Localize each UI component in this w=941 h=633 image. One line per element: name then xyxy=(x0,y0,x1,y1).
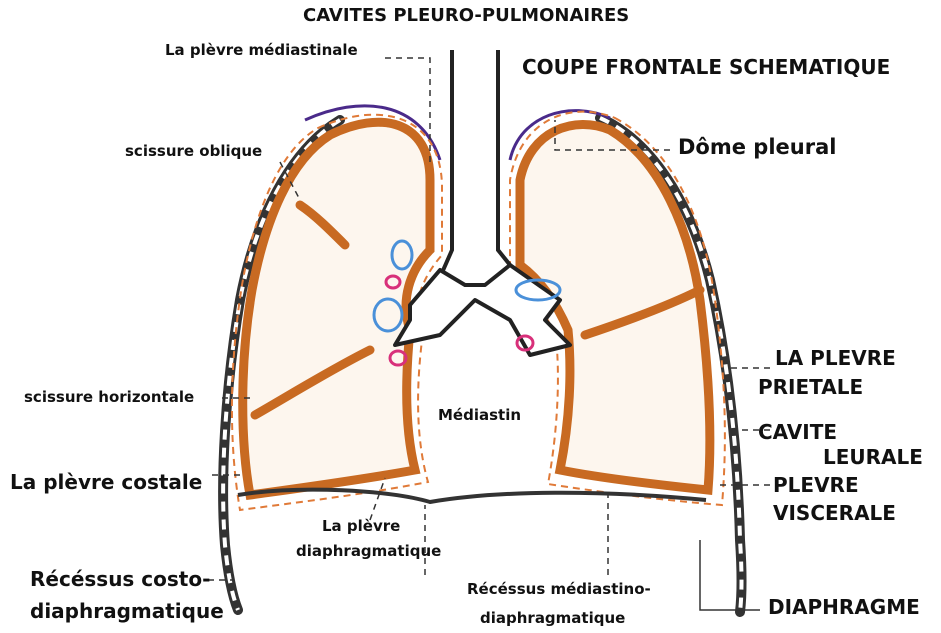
label-diaphragme: DIAPHRAGME xyxy=(768,596,920,619)
label-plevre-viscerale-2: VISCERALE xyxy=(773,502,896,525)
label-plevre-mediastinale: La plèvre médiastinale xyxy=(165,42,358,59)
label-recessus-costo-2: diaphragmatique xyxy=(30,600,224,623)
label-recessus-mediastino-2: diaphragmatique xyxy=(480,610,625,627)
diagram-title: CAVITES PLEURO-PULMONAIRES xyxy=(303,6,629,27)
label-plevre-parietale-1: LA PLEVRE xyxy=(775,347,896,370)
label-scissure-horizontale: scissure horizontale xyxy=(24,389,194,406)
label-dome-pleural: Dôme pleural xyxy=(678,135,836,159)
label-plevre-parietale-2: PRIETALE xyxy=(758,376,863,399)
label-plevre-viscerale-1: PLEVRE xyxy=(773,474,859,497)
label-cavite-pleurale-1: CAVITE xyxy=(758,421,837,444)
label-scissure-oblique: scissure oblique xyxy=(125,143,262,160)
label-plevre-costale: La plèvre costale xyxy=(10,471,202,494)
label-recessus-mediastino-1: Récéssus médiastino- xyxy=(467,581,651,598)
diagram-subtitle: COUPE FRONTALE SCHEMATIQUE xyxy=(522,56,890,79)
label-plevre-diaphragmatique-2: diaphragmatique xyxy=(296,543,441,560)
diaphragme-leader xyxy=(700,540,760,610)
label-mediastin: Médiastin xyxy=(438,407,521,424)
label-plevre-diaphragmatique-1: La plèvre xyxy=(322,518,400,535)
label-cavite-pleurale-2: LEURALE xyxy=(823,446,923,469)
label-recessus-costo-1: Récéssus costo- xyxy=(30,568,210,591)
